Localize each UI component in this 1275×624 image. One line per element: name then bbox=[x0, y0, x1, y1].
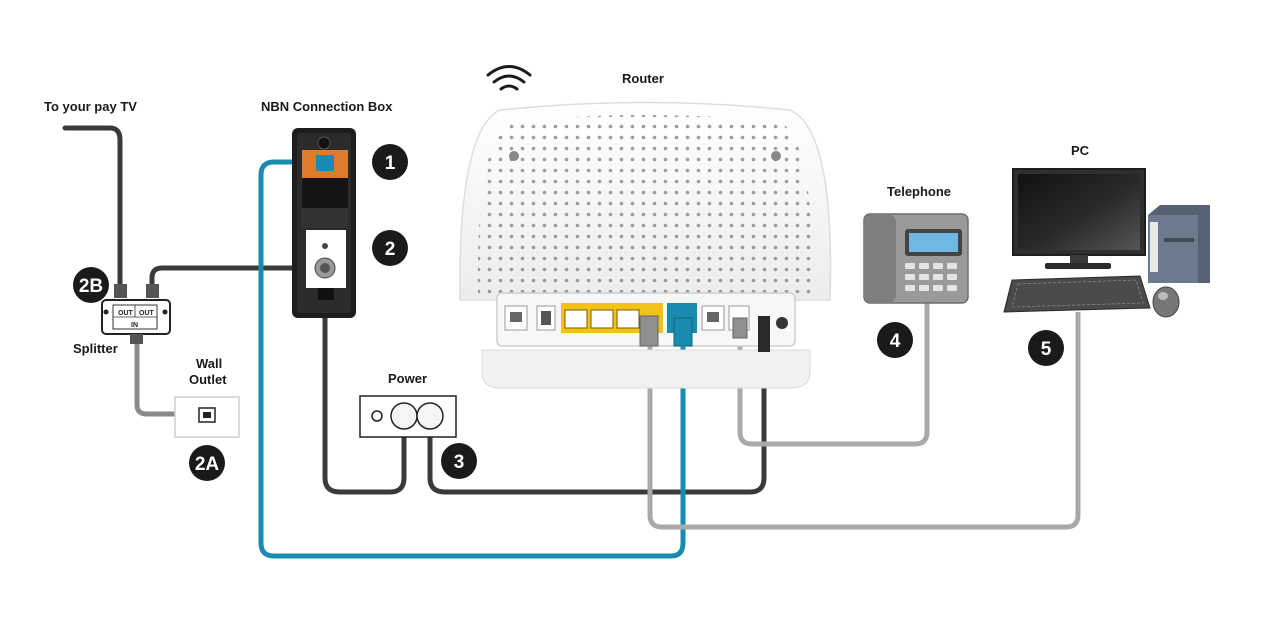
step-badge-4: 4 bbox=[877, 322, 913, 358]
telephone-label: Telephone bbox=[887, 184, 951, 199]
phone-cable bbox=[737, 300, 930, 447]
power-outlet bbox=[359, 395, 457, 438]
nbn-box bbox=[292, 128, 356, 318]
step-badge-2b-text: 2B bbox=[79, 276, 103, 297]
step-badge-1: 1 bbox=[372, 144, 408, 180]
wall-outlet bbox=[174, 396, 240, 438]
step-badge-4-text: 4 bbox=[890, 331, 901, 352]
step-badge-3-text: 3 bbox=[454, 452, 465, 473]
splitter-out-left-label: OUT bbox=[118, 310, 134, 317]
step-badge-2a: 2A bbox=[189, 445, 225, 481]
pay-tv-cable bbox=[62, 125, 123, 293]
step-badge-2: 2 bbox=[372, 230, 408, 266]
pc-monitor bbox=[1012, 168, 1146, 269]
pc-label: PC bbox=[1071, 143, 1090, 158]
step-badge-2a-text: 2A bbox=[195, 454, 220, 475]
keyboard bbox=[1003, 275, 1151, 313]
splitter-out-right-label: OUT bbox=[139, 310, 155, 317]
coax-cable-splitter-to-nbn bbox=[149, 265, 322, 290]
router-label: Router bbox=[622, 71, 664, 86]
wall-outlet-label-line1: Wall bbox=[196, 356, 222, 371]
pay-tv-label: To your pay TV bbox=[44, 99, 137, 114]
step-badge-5-text: 5 bbox=[1041, 339, 1052, 360]
mouse bbox=[1152, 286, 1180, 318]
step-badge-2-text: 2 bbox=[385, 239, 396, 260]
step-badge-1-text: 1 bbox=[385, 153, 396, 174]
splitter-label: Splitter bbox=[73, 341, 118, 356]
coax-cable-splitter-to-wall bbox=[134, 340, 206, 417]
step-badge-2b: 2B bbox=[73, 267, 109, 303]
nbn-box-label: NBN Connection Box bbox=[261, 99, 393, 114]
wifi-icon bbox=[486, 65, 532, 91]
step-badge-3: 3 bbox=[441, 443, 477, 479]
pc-lan-cable bbox=[647, 312, 1081, 530]
splitter: OUT OUT IN bbox=[101, 284, 171, 344]
splitter-in-label: IN bbox=[131, 322, 138, 329]
router bbox=[459, 65, 832, 389]
ethernet-cable-blue bbox=[258, 159, 686, 559]
telephone bbox=[863, 213, 969, 304]
power-label: Power bbox=[388, 371, 427, 386]
wall-outlet-label-line2: Outlet bbox=[189, 372, 227, 387]
router-power-cable bbox=[427, 350, 767, 495]
pc-tower bbox=[1148, 205, 1210, 283]
step-badge-5: 5 bbox=[1028, 330, 1064, 366]
nbn-power-cable bbox=[322, 300, 407, 495]
